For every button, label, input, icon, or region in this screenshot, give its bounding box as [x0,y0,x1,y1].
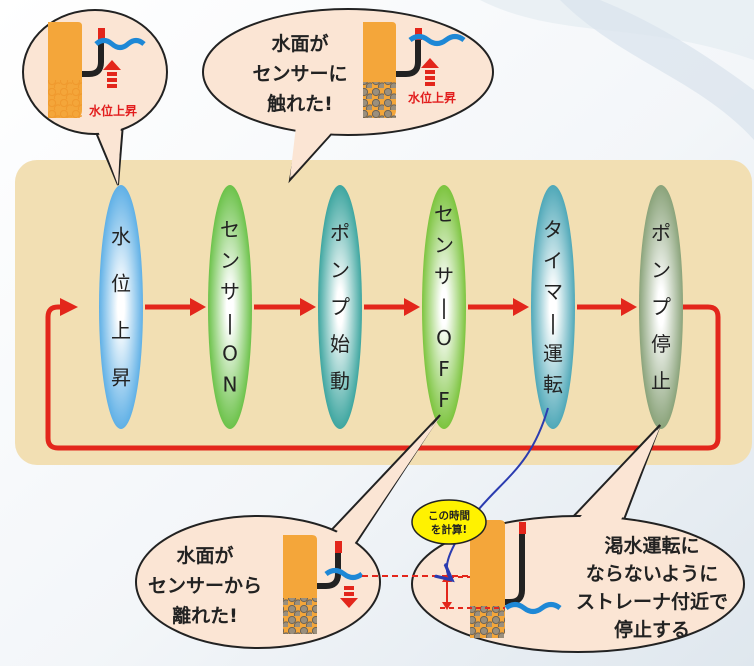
step-connector-arrowhead [300,298,316,316]
cycle-step: 水位上昇 [99,185,143,429]
cycle-step-ellipse [99,185,143,429]
gravel-icon [48,80,82,118]
cycle-step-ellipse [531,185,575,429]
gravel-icon [283,598,317,634]
sensor-cable-icon [82,36,104,77]
cycle-step-ellipse [422,185,466,429]
step-connector-arrowhead [513,298,529,316]
timer-note-line-2: を計算! [431,523,467,536]
leave-line-1: 水面が [176,544,233,567]
gravel-icon [470,606,505,638]
rise-label-1: 水位上昇 [89,103,137,118]
sensor-cable-icon [317,548,341,589]
stop-line-3: ストレーナ付近で [576,590,728,613]
cycle-step-label: ポンプ始動 [330,221,350,393]
water-wave-icon [94,38,146,50]
cycle-loop-arrow [45,304,721,451]
timer-note-badge: この時間 を計算! [411,499,487,545]
loop-arrowhead [60,298,78,316]
cycle-step: タイマ|運転 [531,185,575,429]
cycle-step: ポンプ始動 [318,185,362,429]
sensor-cable-icon [505,530,525,605]
cycle-step-ellipse [208,185,252,429]
callout-stop: 渇水運転に ならないように ストレーナ付近で 停止する [411,424,745,653]
water-wave-icon [324,568,364,580]
water-wave-icon [408,34,466,46]
up-arrow-icon [421,58,439,86]
timer-note-line-1: この時間 [428,509,470,522]
stop-line-1: 渇水運転に [604,535,699,557]
leave-line-3: 離れた! [172,604,238,627]
touch-line-1: 水面が [271,32,328,55]
sensor-cable-icon [396,36,421,77]
stop-line-2: ならないように [586,563,719,585]
callout-sensor-touch: 水面が センサーに 触れた! 水位上昇 [202,8,494,184]
cycle-step-ellipse [639,185,683,429]
callout-sensor-leave: 水面が センサーから 離れた! [135,414,441,649]
rise-label-2: 水位上昇 [408,90,456,105]
leave-line-2: センサーから [148,575,262,597]
down-arrow-icon [340,586,358,608]
step-connector-arrowhead [404,298,420,316]
cycle-step-label: タイマ|運転 [543,218,563,397]
step-connector-arrowhead [621,298,637,316]
stop-line-4: 停止する [614,618,690,641]
step-connectors [145,298,637,316]
water-wave-icon [504,602,562,614]
touch-line-3: 触れた! [267,92,333,115]
cycle-step: ポンプ停止 [639,185,683,429]
step-connector-arrowhead [190,298,206,316]
background-wave [560,0,754,140]
gravel-icon [363,82,396,118]
callout-rise: 水位上昇 [22,9,168,186]
up-arrow-icon [103,60,121,88]
cycle-step-label: ポンプ停止 [651,221,671,393]
cycle-step-ellipse [318,185,362,429]
cycle-step-label: 水位上昇 [111,225,131,390]
touch-line-2: センサーに [252,63,347,85]
